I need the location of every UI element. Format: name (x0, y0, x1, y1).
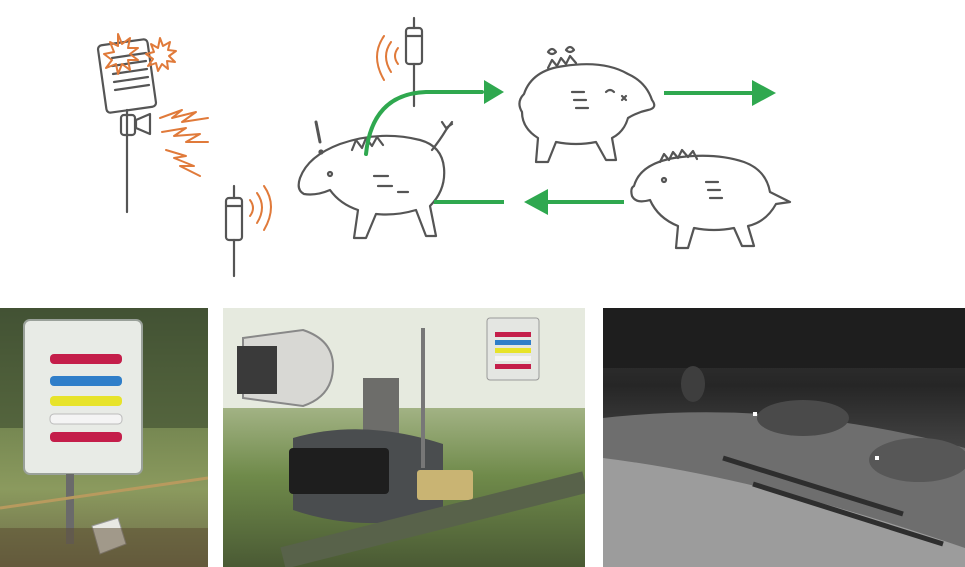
wild-boar-icon (297, 120, 454, 240)
arrow-icon (364, 90, 484, 156)
arrow-icon (524, 189, 548, 215)
photo-speaker-equipment (223, 308, 585, 567)
photo-night-camera (603, 308, 965, 567)
sound-wave-icon (249, 185, 272, 231)
photo-control-box (0, 308, 208, 567)
flash-icon (103, 33, 209, 177)
wild-boar-icon (518, 45, 656, 164)
sensor-post-icon (224, 184, 244, 278)
arrow-icon (752, 80, 776, 106)
wild-boar-icon (630, 148, 792, 250)
arrow-icon (484, 80, 504, 104)
sensor-post-icon (404, 16, 424, 108)
sound-wave-icon (376, 35, 399, 81)
repelling-diagram (96, 16, 792, 278)
